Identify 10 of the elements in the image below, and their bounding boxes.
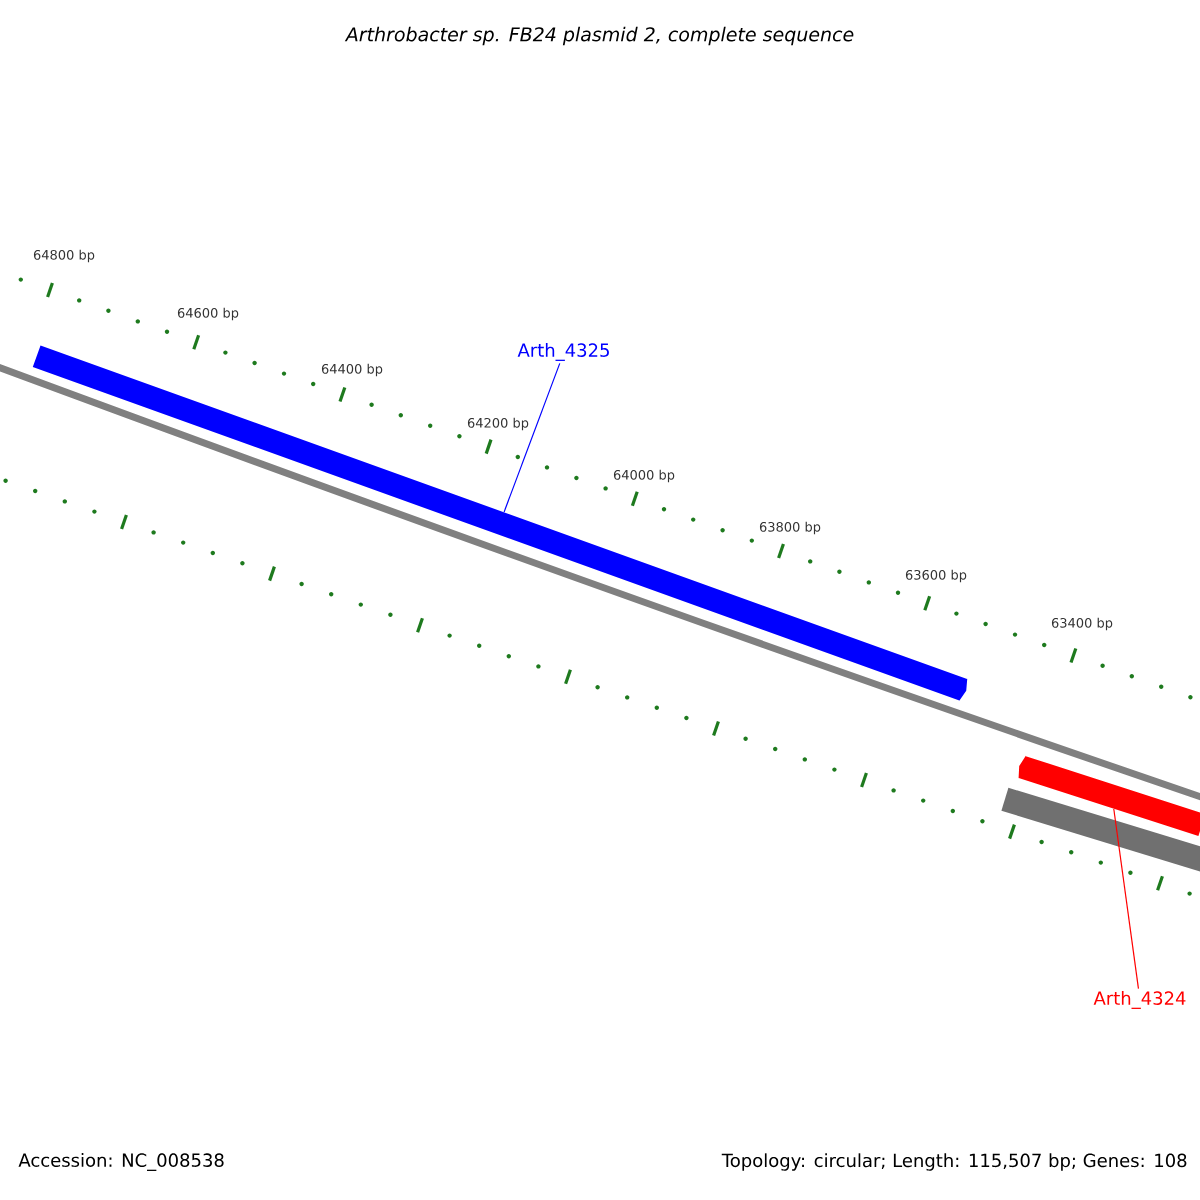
gene-arrow bbox=[1018, 755, 1200, 836]
leader-line bbox=[503, 362, 561, 513]
gene-label: Arth_4325 bbox=[517, 343, 609, 361]
footer-text: Topology: circular; Length: 115,507 bp; Genes: 108 bbox=[721, 1153, 1187, 1171]
title: Arthrobacter sp. FB24 plasmid 2, complete sequence bbox=[344, 26, 854, 46]
footer-text: Accession: NC_008538 bbox=[18, 1153, 224, 1171]
gene-arrow bbox=[32, 345, 968, 702]
gene-bar bbox=[1001, 787, 1200, 877]
gene-label: Arth_4324 bbox=[1093, 991, 1186, 1009]
leader-line bbox=[1113, 808, 1140, 990]
